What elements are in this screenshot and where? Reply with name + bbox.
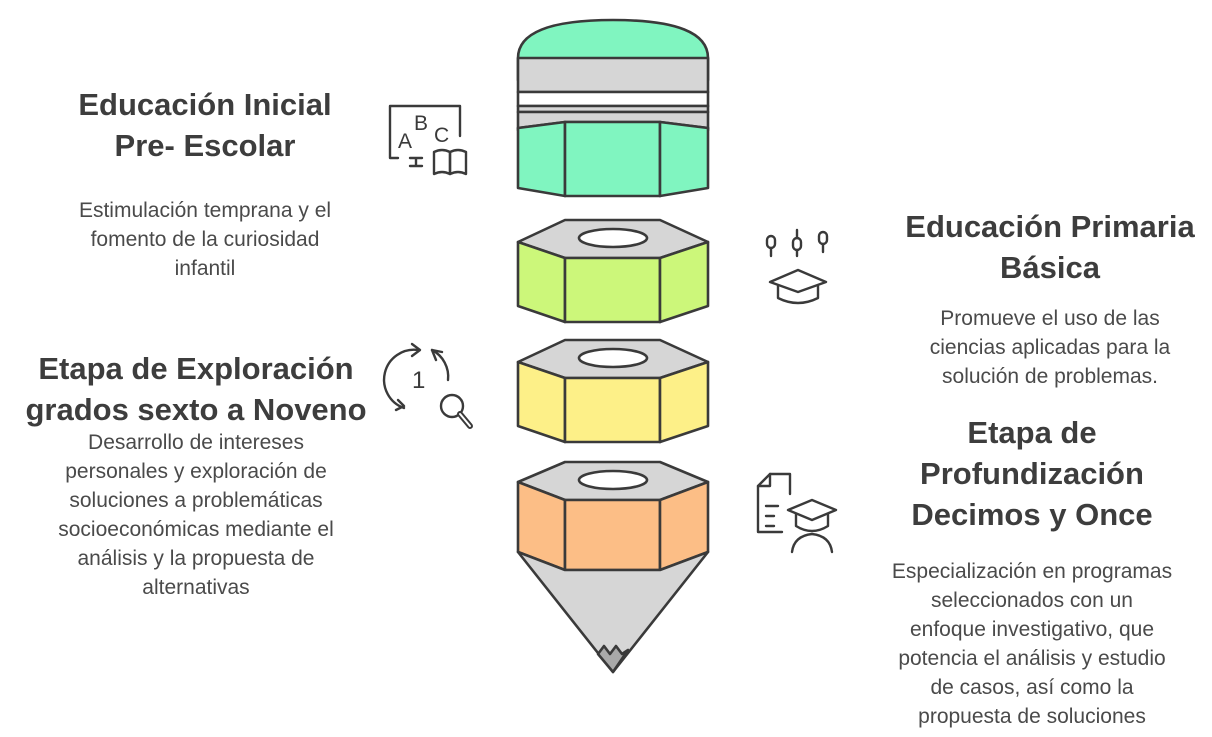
- stage-3-title: Etapa de Exploración grados sexto a Nove…: [0, 348, 392, 430]
- stage-2-desc-line: Promueve el uso de las: [940, 307, 1160, 330]
- stage-2-title-line: Educación Primaria: [905, 209, 1195, 244]
- stage-3-title-line: grados sexto a Noveno: [25, 392, 367, 427]
- stage-1-desc-line: infantil: [174, 257, 236, 280]
- stage-3-text: Etapa de Exploración grados sexto a Nove…: [0, 348, 392, 602]
- cycle-number-text: 1: [412, 367, 425, 394]
- stage-1-title-line: Educación Inicial: [78, 87, 332, 122]
- abc-letter-c: C: [434, 124, 449, 147]
- stage-4-desc-line: de casos, así como la: [930, 676, 1134, 699]
- stage-4-desc-line: potencia el análisis y estudio: [898, 647, 1166, 670]
- graduation-cap-icon: [765, 228, 829, 305]
- stage-1-title: Educación Inicial Pre- Escolar: [20, 84, 390, 166]
- stage-4-desc-line: enfoque investigativo, que: [909, 618, 1154, 641]
- stage-1-text: Educación Inicial Pre- Escolar Estimulac…: [20, 84, 390, 283]
- stage-4-title-line: Decimos y Once: [911, 497, 1153, 532]
- stage-1-desc-line: Estimulación temprana y el: [78, 199, 332, 222]
- stage-4-desc-line: seleccionados con un: [931, 589, 1133, 612]
- abc-letter-a: A: [398, 130, 412, 153]
- stage-2-title: Educación Primaria Básica: [860, 206, 1212, 288]
- stage-3-desc-line: socioeconómicas mediante el: [58, 518, 334, 541]
- pencil-segment-4: [516, 460, 710, 572]
- stage-3-description: Desarrollo de intereses personales y exp…: [0, 428, 392, 602]
- abc-letter-b: B: [414, 112, 428, 135]
- stage-4-title-line: Etapa de: [967, 415, 1097, 450]
- stage-4-desc-line: Especialización en programas: [891, 560, 1173, 583]
- stage-4-desc-line: propuesta de soluciones: [918, 705, 1146, 728]
- stage-4-title: Etapa de Profundización Decimos y Once: [852, 412, 1212, 535]
- stage-2-title-line: Básica: [1000, 250, 1100, 285]
- stage-3-desc-line: soluciones a problemáticas: [69, 489, 323, 512]
- stage-4-text: Etapa de Profundización Decimos y Once E…: [852, 412, 1212, 731]
- pencil-tip: [516, 550, 710, 674]
- stage-3-desc-line: alternativas: [142, 576, 250, 599]
- pencil-stack: [516, 18, 710, 674]
- stage-1-description: Estimulación temprana y el fomento de la…: [20, 196, 390, 283]
- stage-3-desc-line: personales y exploración de: [65, 460, 327, 483]
- stage-1-desc-line: fomento de la curiosidad: [90, 228, 320, 251]
- stage-4-title-line: Profundización: [920, 456, 1144, 491]
- stage-2-text: Educación Primaria Básica Promueve el us…: [860, 206, 1212, 391]
- stage-1-title-line: Pre- Escolar: [114, 128, 296, 163]
- stage-3-desc-line: Desarrollo de intereses: [88, 431, 304, 454]
- abc-book-icon: A B C: [388, 104, 468, 176]
- graduate-document-icon: [756, 472, 838, 554]
- pencil-segment-3: [516, 338, 710, 444]
- stage-3-desc-line: análisis y la propuesta de: [77, 547, 315, 570]
- stage-2-desc-line: ciencias aplicadas para la: [929, 336, 1171, 359]
- stage-2-desc-line: solución de problemas.: [942, 365, 1158, 388]
- pencil-eraser-segment: [516, 18, 710, 198]
- stage-4-description: Especialización en programas seleccionad…: [852, 557, 1212, 731]
- cycle-search-icon: 1: [382, 342, 473, 429]
- pencil-segment-2: [516, 218, 710, 324]
- stage-3-title-line: Etapa de Exploración: [38, 351, 354, 386]
- stage-2-description: Promueve el uso de las ciencias aplicada…: [860, 304, 1212, 391]
